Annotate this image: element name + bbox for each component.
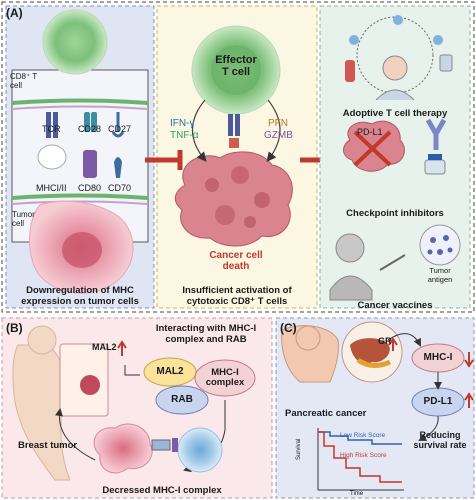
mal2-label: MAL2 xyxy=(156,366,184,377)
high-risk-label: High Risk Score xyxy=(340,452,387,459)
middle-caption: Insufficient activation of cytotoxic CD8… xyxy=(182,285,292,307)
mal2-small-label: MAL2 xyxy=(92,342,117,352)
patient-head-icon xyxy=(382,55,408,81)
mhc-oval xyxy=(194,359,256,397)
tnf-label: TNF-α xyxy=(170,130,199,141)
pancreatic-label: Pancreatic cancer xyxy=(285,408,367,419)
gzmb-label: GZMB xyxy=(264,130,293,141)
tumor-antigen-icon xyxy=(419,224,461,266)
cd8-cell-label: CD8⁺ T cell xyxy=(10,72,38,90)
cd70-label: CD70 xyxy=(108,183,132,193)
panel-b-title: Interacting with MHC-I complex and RAB xyxy=(155,323,257,345)
cd80-label: CD80 xyxy=(78,183,102,193)
iv-bag-icon xyxy=(439,54,453,72)
cd8-t-cell xyxy=(42,9,108,75)
mhc-complex-label: MHC-I complex xyxy=(205,367,245,388)
syringe-icon xyxy=(379,254,406,271)
liver-icon xyxy=(350,338,390,365)
survival-xlabel: Time xyxy=(350,491,364,497)
panel-b-tag: (B) xyxy=(6,321,23,335)
cd27-label: CD27 xyxy=(108,124,132,134)
tumor-cell-b xyxy=(93,423,153,474)
t-cell-small-icon xyxy=(349,35,359,45)
panel-c-tag: (C) xyxy=(280,321,297,335)
low-risk-curve xyxy=(318,431,402,445)
tcr-label: TCR xyxy=(42,124,61,134)
mal2-oval xyxy=(143,357,197,387)
pill-bottle-icon xyxy=(424,159,446,175)
decreased-label: Decressed MHC-I complex xyxy=(102,485,222,496)
pdl1-label-c: PD-L1 xyxy=(423,396,453,407)
left-caption: Downregulation of MHC expression on tumo… xyxy=(21,285,139,307)
therapy1-label: Adoptive T cell therapy xyxy=(342,108,448,119)
tcr-receptor xyxy=(46,112,51,138)
tumor-cell-label: Tumor cell xyxy=(12,210,35,228)
cd70-ligand xyxy=(114,157,122,178)
t-cell-membrane xyxy=(11,98,149,105)
panel-a-tag: (A) xyxy=(6,6,23,20)
cd28-receptor xyxy=(84,112,90,132)
ifn-label: IFN-γ xyxy=(170,118,195,129)
therapy2-label: Checkpoint inhibitors xyxy=(346,208,444,219)
rab-oval xyxy=(155,385,209,415)
antibody-icon xyxy=(425,118,447,150)
mhc-ligand-label: MHCI/II xyxy=(36,183,67,193)
t-cell-b xyxy=(177,427,223,473)
dying-cancer-cell xyxy=(174,151,293,247)
therapy3-label: Cancer vaccines xyxy=(357,300,433,311)
patient-body-icon xyxy=(375,89,415,101)
tumor-nucleus-left xyxy=(62,232,102,268)
pancreas-icon xyxy=(356,357,392,368)
cd28-label: CD28 xyxy=(78,124,102,134)
survival-ylabel: Survival xyxy=(296,438,302,460)
vaccine-person-head xyxy=(335,233,365,263)
breast-label: Breast tumor xyxy=(18,440,78,451)
rab-label: RAB xyxy=(171,394,193,405)
death-label: Cancer cell death xyxy=(209,250,263,272)
effector-label: Effector T cell xyxy=(215,54,257,78)
pfn-label: PFN xyxy=(268,118,288,129)
cd80-ligand xyxy=(83,150,97,178)
antigen-label: Tumor antigen xyxy=(427,266,453,284)
mhc-label-c: MHC-I xyxy=(423,352,453,363)
reducing-label: Reducing survival rate xyxy=(413,430,467,450)
pdl1-label-a: PD-L1 xyxy=(357,127,383,137)
tumor-membrane xyxy=(11,193,149,200)
gr-label: GR xyxy=(378,336,392,346)
mhc-empty-site xyxy=(37,144,67,170)
low-risk-label: Low Risk Score xyxy=(340,432,386,439)
cd27-receptor xyxy=(111,112,125,138)
blood-tube-icon xyxy=(345,60,355,82)
high-risk-curve xyxy=(318,431,402,483)
mhc-complex-icon xyxy=(151,439,171,451)
breast-tumor-dot xyxy=(80,375,100,395)
